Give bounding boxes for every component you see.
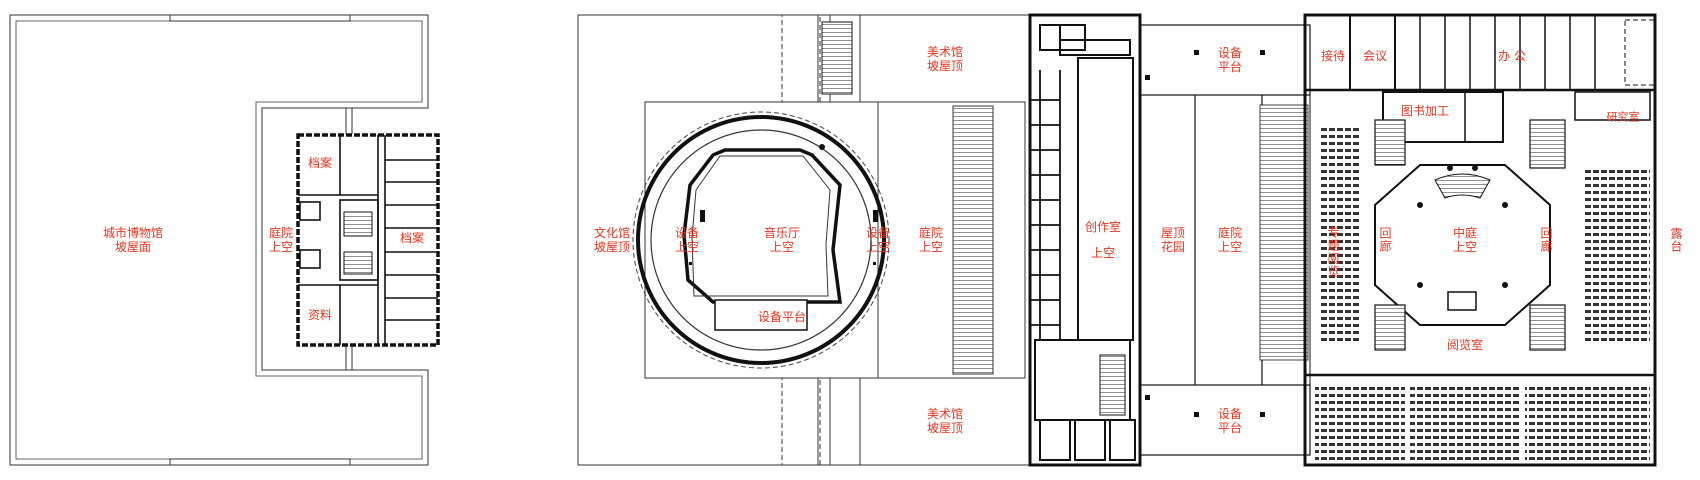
- label-terrace: 露台: [1669, 227, 1683, 253]
- concert-hall-drum: [632, 111, 890, 369]
- label-roof-garden: 屋顶花园: [1160, 226, 1186, 254]
- right-building: [1028, 13, 1657, 467]
- label-equip-platform-top: 设备平台: [1217, 46, 1243, 74]
- label-studio-void: 上空: [1090, 246, 1116, 260]
- column-dots: [1145, 50, 1508, 417]
- label-archive-lower: 档案: [399, 231, 425, 245]
- label-atrium-void: 中庭上空: [1452, 226, 1478, 254]
- left-building: [9, 14, 429, 466]
- label-courtyard-void-right: 庭院上空: [1217, 226, 1243, 254]
- label-materials: 资料: [307, 308, 333, 322]
- reading-seats-right: [1585, 170, 1650, 345]
- label-corridor-right: 回廊: [1539, 227, 1553, 253]
- label-meeting: 会议: [1362, 49, 1388, 63]
- label-archive-upper: 档案: [307, 156, 333, 170]
- label-reading-room: 阅览室: [1446, 338, 1484, 352]
- reading-seats-left: [1320, 125, 1360, 345]
- label-equip-platform-bottom: 设备平台: [1217, 407, 1243, 435]
- label-courtyard-void-middle: 庭院上空: [918, 226, 944, 254]
- label-courtyard-void-left: 庭院上空: [268, 226, 294, 254]
- ramp-right: [952, 105, 994, 375]
- label-study-room: 研究室: [1606, 110, 1640, 124]
- reading-seats-bottom-3: [1525, 385, 1650, 460]
- reading-seats-bottom-1: [1315, 385, 1405, 460]
- label-equip-void-right: 设备上空: [865, 226, 891, 254]
- stair-block-top: [821, 21, 853, 95]
- reading-seats-bottom-2: [1410, 385, 1520, 460]
- label-book-processing: 图书加工: [1400, 104, 1450, 118]
- label-studio: 创作室: [1084, 220, 1122, 234]
- label-reception: 接待: [1320, 49, 1346, 63]
- label-equip-platform-hall: 设备平台: [757, 310, 807, 324]
- label-equip-void-left: 设备上空: [674, 226, 700, 254]
- label-art-roof-bottom: 美术馆坡屋顶: [926, 407, 964, 435]
- label-cultural-roof: 文化馆坡屋顶: [593, 226, 631, 254]
- label-concert-hall-void: 音乐厅上空: [763, 226, 801, 254]
- label-art-roof-top: 美术馆坡屋顶: [926, 45, 964, 73]
- label-city-museum-roof: 城市博物馆坡屋面: [102, 226, 164, 254]
- label-special-reading: 专题阅览: [1326, 226, 1340, 278]
- label-corridor-left: 回廊: [1378, 227, 1392, 253]
- label-office: 办 公: [1498, 49, 1526, 63]
- archive-wing: [296, 133, 440, 347]
